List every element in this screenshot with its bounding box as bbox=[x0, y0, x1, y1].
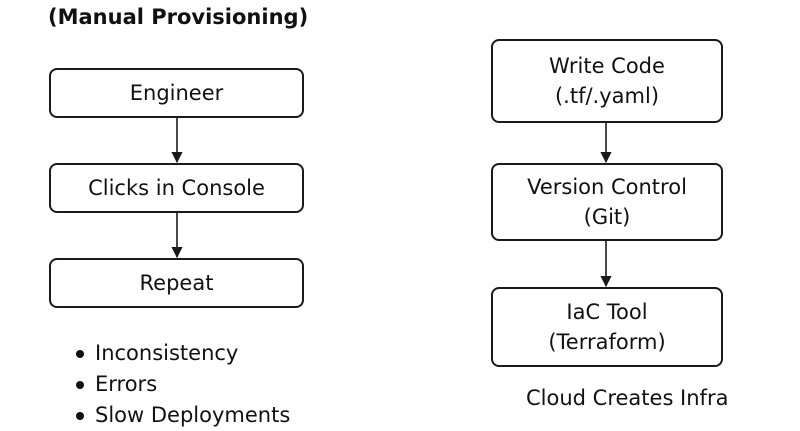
issue-item: Inconsistency bbox=[76, 338, 290, 369]
write-code-box: Write Code (.tf/.yaml) bbox=[491, 39, 723, 123]
manual-provisioning-title: (Manual Provisioning) bbox=[48, 5, 309, 29]
clicks-in-console-box: Clicks in Console bbox=[49, 163, 304, 213]
iac-tool-box: IaC Tool (Terraform) bbox=[491, 287, 723, 367]
engineer-box-label: Engineer bbox=[129, 81, 224, 105]
issue-text: Errors bbox=[95, 372, 158, 396]
iac-tool-box-title: IaC Tool bbox=[566, 300, 648, 324]
bullet-icon bbox=[76, 350, 84, 358]
bullet-icon bbox=[76, 381, 84, 389]
issue-text: Slow Deployments bbox=[95, 403, 291, 427]
flow-arrows bbox=[171, 117, 612, 288]
version-control-box-subtitle: (Git) bbox=[583, 205, 631, 229]
issue-item: Errors bbox=[76, 369, 290, 400]
write-code-box-title: Write Code bbox=[549, 54, 665, 78]
issue-item: Slow Deployments bbox=[76, 400, 290, 431]
version-control-box-title: Version Control bbox=[527, 175, 687, 199]
bullet-icon bbox=[76, 412, 84, 420]
version-control-box: Version Control (Git) bbox=[491, 163, 723, 241]
repeat-box: Repeat bbox=[49, 258, 304, 308]
iac-tool-box-subtitle: (Terraform) bbox=[548, 330, 666, 354]
engineer-box: Engineer bbox=[49, 68, 304, 118]
repeat-box-label: Repeat bbox=[139, 271, 214, 295]
issues-list: Inconsistency Errors Slow Deployments bbox=[76, 338, 290, 431]
cloud-creates-infra-label: Cloud Creates Infra bbox=[526, 386, 729, 410]
clicks-in-console-box-label: Clicks in Console bbox=[88, 176, 265, 200]
write-code-box-subtitle: (.tf/.yaml) bbox=[554, 84, 660, 108]
issue-text: Inconsistency bbox=[95, 341, 239, 365]
